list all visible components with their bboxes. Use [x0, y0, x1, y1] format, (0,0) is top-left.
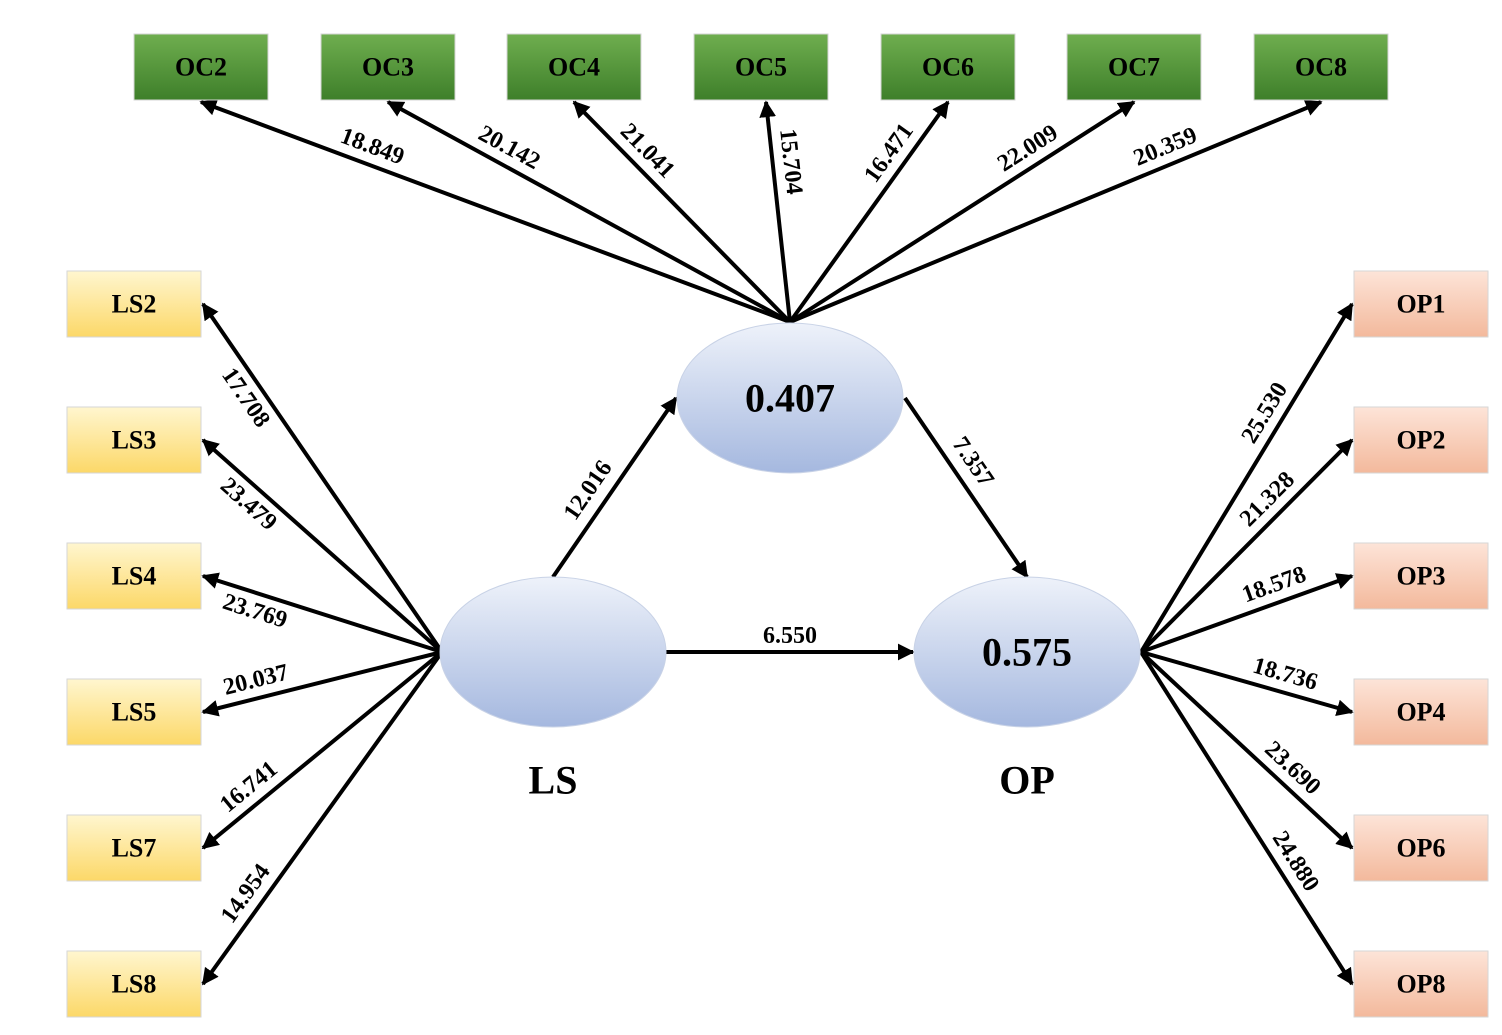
loading-arrow-op2: [1139, 438, 1354, 654]
latent-oc-r2: 0.407: [745, 376, 835, 421]
loading-value-ls5: 20.037: [221, 659, 291, 700]
indicator-ls3-label: LS3: [112, 426, 157, 455]
indicator-oc8-box: [1253, 33, 1389, 101]
path-value-ls-op: 6.550: [763, 623, 817, 649]
loading-arrow-oc7: [788, 100, 1136, 324]
indicator-op2-box: [1353, 406, 1489, 474]
indicator-oc5-box: [693, 33, 829, 101]
indicator-oc2-box: [133, 33, 269, 101]
indicator-ls8-box: [66, 950, 202, 1018]
loading-arrow-oc5: [759, 100, 792, 323]
indicator-ls5-box: [66, 678, 202, 746]
loading-arrow-ls4: [201, 572, 443, 654]
indicator-ls2-label: LS2: [112, 290, 157, 319]
indicator-ls7-box: [66, 814, 202, 882]
indicator-ls8-label: LS8: [112, 970, 157, 999]
loading-value-oc2: 18.849: [337, 123, 408, 170]
loading-value-oc8: 20.359: [1130, 122, 1201, 171]
indicator-op1-box: [1353, 270, 1489, 338]
indicator-ls3-box: [66, 406, 202, 474]
latent-oc-ellipse: [676, 322, 904, 474]
latent-ls-ellipse: [439, 576, 667, 728]
indicator-ls7-label: LS7: [112, 834, 157, 863]
indicator-oc8-label: OC8: [1295, 53, 1347, 82]
indicator-oc6-box: [880, 33, 1016, 101]
loading-arrow-oc4: [572, 100, 792, 324]
indicator-op8-box: [1353, 950, 1489, 1018]
loading-arrow-ls8: [201, 650, 444, 986]
indicator-op3-label: OP3: [1396, 562, 1445, 591]
loading-arrow-ls2: [201, 302, 444, 654]
indicator-oc7-box: [1066, 33, 1202, 101]
loading-arrow-oc6: [788, 100, 950, 324]
loading-value-op4: 18.736: [1250, 653, 1321, 696]
indicator-op6-label: OP6: [1396, 834, 1445, 863]
loading-value-op3: 18.578: [1239, 561, 1310, 608]
path-arrow-oc-op: [903, 396, 1029, 579]
indicator-op8-label: OP8: [1396, 970, 1445, 999]
indicator-ls2-box: [66, 270, 202, 338]
path-value-ls-oc: 12.016: [559, 456, 618, 525]
latent-op-name: OP: [999, 758, 1055, 803]
indicator-ls4-label: LS4: [112, 562, 157, 591]
latent-op-r2: 0.575: [982, 630, 1072, 675]
loading-arrow-oc2: [199, 99, 791, 324]
arrows-layer: [199, 99, 1354, 986]
indicator-op3-box: [1353, 542, 1489, 610]
path-value-oc-op: 7.357: [947, 432, 999, 491]
loading-arrow-ls7: [201, 650, 444, 850]
indicator-oc4-box: [506, 33, 642, 101]
indicator-op4-label: OP4: [1396, 698, 1445, 727]
indicator-ls4-box: [66, 542, 202, 610]
indicator-oc3-box: [320, 33, 456, 101]
loading-arrow-oc8: [789, 100, 1323, 324]
loading-value-oc5: 15.704: [774, 127, 807, 195]
indicator-op2-label: OP2: [1396, 426, 1445, 455]
path-arrow-ls-oc: [551, 396, 678, 579]
loading-value-ls4: 23.769: [220, 589, 291, 634]
indicator-op4-box: [1353, 678, 1489, 746]
indicator-oc7-label: OC7: [1108, 53, 1160, 82]
loading-arrow-op6: [1139, 650, 1354, 850]
indicator-oc2-label: OC2: [175, 53, 227, 82]
indicator-oc5-label: OC5: [735, 53, 787, 82]
loading-arrow-op8: [1139, 650, 1354, 986]
latent-ls-name: LS: [529, 758, 578, 803]
indicator-ls5-label: LS5: [112, 698, 157, 727]
indicator-oc6-label: OC6: [922, 53, 974, 82]
loading-arrow-op1: [1139, 302, 1354, 654]
loading-arrow-op4: [1140, 650, 1354, 716]
loading-arrow-op3: [1140, 573, 1354, 654]
indicator-op1-label: OP1: [1396, 290, 1445, 319]
indicator-oc3-label: OC3: [362, 53, 414, 82]
loading-arrow-oc3: [386, 100, 791, 324]
loading-arrow-ls5: [201, 650, 443, 717]
latent-op-ellipse: [913, 576, 1141, 728]
loading-arrow-ls3: [201, 438, 444, 654]
indicator-oc4-label: OC4: [548, 53, 600, 82]
indicator-op6-box: [1353, 814, 1489, 882]
